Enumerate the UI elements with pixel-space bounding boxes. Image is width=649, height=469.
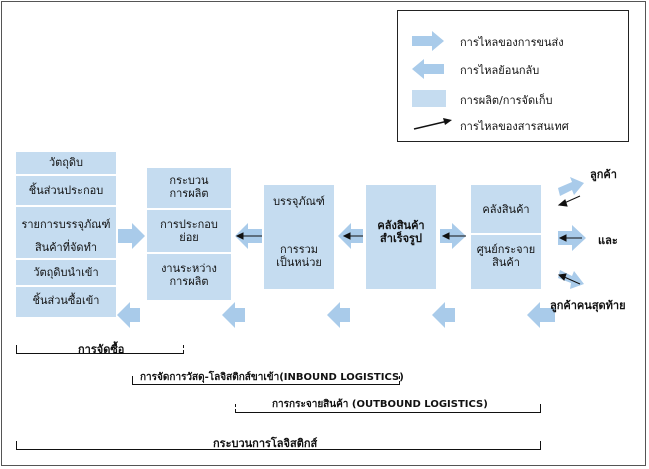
reverse-flow-arrow-icon: [117, 302, 140, 328]
stage-packaging: บรรจุภัณฑ์ การรวม เป็นหน่วย: [264, 185, 334, 289]
bracket-tick: [132, 376, 133, 384]
bracket-tick: [235, 404, 236, 412]
stage3-bottom: การรวม เป็นหน่วย: [276, 243, 322, 269]
inbound-logistics-label: การจัดการวัสดุ-โลจิสติกส์ขาเข้า(INBOUND …: [140, 372, 404, 383]
bracket-tick: [399, 376, 400, 384]
stage3-top: บรรจุภัณฑ์: [273, 195, 325, 208]
reverse-flow-arrow-icon: [327, 302, 350, 328]
stage-materials: วัตถุดิบ ชิ้นส่วนประกอบ รายการบรรจุภัณฑ์…: [16, 152, 116, 317]
stage5-bottom: ศูนย์กระจาย สินค้า: [476, 243, 536, 269]
bracket-tick: [183, 345, 184, 353]
forward-flow-arrow-icon: [558, 177, 584, 196]
logistics-bracket: [16, 449, 541, 450]
legend-label: การไหลย้อนกลับ: [460, 64, 540, 77]
storage-box-icon: [412, 90, 446, 107]
stage1-item: วัตถุดิบนำเข้า: [33, 266, 99, 279]
logistics-process-label: กระบวนการโลจิสติกส์: [213, 437, 318, 450]
stage1-item: วัตถุดิบ: [48, 156, 84, 169]
outbound-logistics-label: การกระจายสินค้า (OUTBOUND LOGISTICS): [272, 399, 488, 410]
stage1-item: ชิ้นส่วนประกอบ: [28, 184, 104, 197]
customer-and-label: และ: [598, 234, 618, 247]
stage-finished-goods: คลังสินค้า สำเร็จรูป: [366, 185, 436, 289]
stage4-label: คลังสินค้า สำเร็จรูป: [377, 219, 425, 245]
legend-item-forward-flow: การไหลของการขนส่ง: [398, 31, 628, 51]
stage1-item: สินค้าที่จัดทำ: [34, 241, 98, 254]
reverse-flow-arrow-icon: [412, 59, 444, 79]
legend-item-reverse-flow: การไหลย้อนกลับ: [398, 59, 628, 79]
information-arrow-icon: [413, 118, 452, 130]
bracket-tick: [540, 441, 541, 449]
forward-flow-arrow-icon: [118, 223, 145, 249]
reverse-flow-arrow-icon: [432, 302, 455, 328]
inbound-bracket: [132, 384, 400, 385]
legend-item-storage: การผลิต/การจัดเก็บ: [398, 89, 628, 109]
stage-production: กระบวน การผลิต การประกอบ ย่อย งานระหว่าง…: [147, 168, 231, 300]
purchasing-label: การจัดซื้อ: [78, 343, 125, 356]
customer-label: ลูกค้า: [590, 168, 617, 181]
legend-item-information: การไหลของสารสนเทศ: [398, 115, 628, 135]
stage1-item: ชิ้นส่วนซื้อเข้า: [32, 294, 100, 307]
stage1-item: รายการบรรจุภัณฑ์: [21, 218, 111, 231]
legend: การไหลของการขนส่ง การไหลย้อนกลับ การผลิต…: [397, 10, 629, 142]
reverse-flow-arrow-icon: [222, 302, 245, 328]
end-customer-label: ลูกค้าคนสุดท้าย: [550, 299, 626, 312]
legend-label: การผลิต/การจัดเก็บ: [460, 94, 553, 107]
reverse-flow-arrow-icon: [527, 302, 555, 328]
stage5-top: คลังสินค้า: [482, 203, 530, 216]
legend-label: การไหลของการขนส่ง: [460, 36, 564, 49]
bracket-tick: [540, 404, 541, 412]
stage2-mid: การประกอบ ย่อย: [160, 218, 218, 244]
stage2-top: กระบวน การผลิต: [169, 174, 209, 200]
legend-label: การไหลของสารสนเทศ: [460, 120, 569, 133]
purchasing-bracket: [16, 353, 184, 354]
stage-distribution: คลังสินค้า ศูนย์กระจาย สินค้า: [471, 185, 541, 289]
bracket-tick: [16, 441, 17, 449]
stage2-bottom: งานระหว่าง การผลิต: [161, 262, 217, 288]
bracket-tick: [16, 345, 17, 353]
outbound-bracket: [235, 412, 541, 413]
forward-flow-arrow-icon: [412, 31, 444, 51]
